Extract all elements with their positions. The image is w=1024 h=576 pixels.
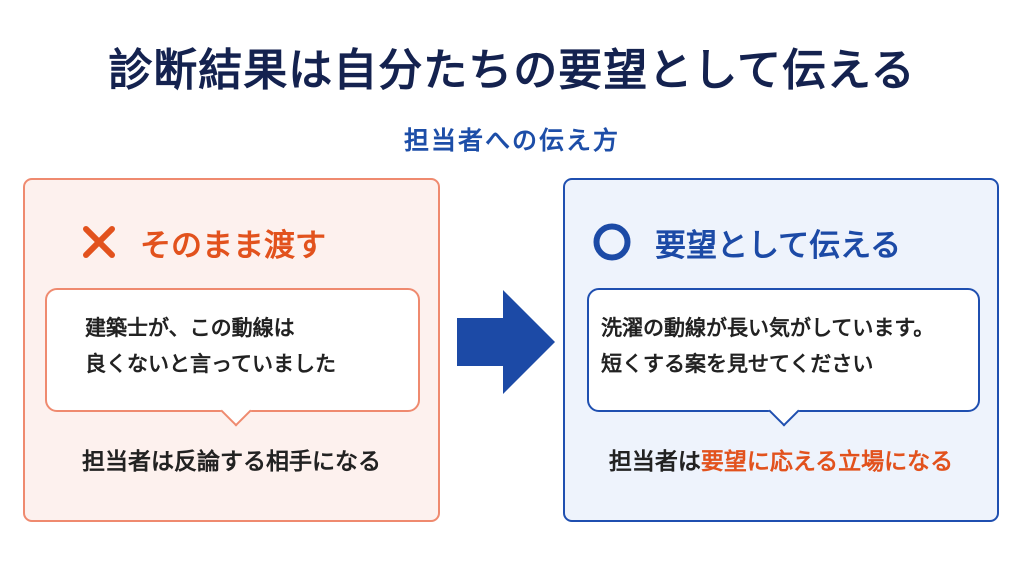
bad-example-heading: そのまま渡す [82, 222, 326, 264]
good-example-caption: 担当者は要望に応える立場になる [565, 442, 997, 476]
good-example-speech-bubble: 洗濯の動線が長い気がしています。 短くする案を見せてください [587, 288, 980, 427]
page-title: 診断結果は自分たちの要望として伝える [108, 45, 916, 96]
page-subtitle: 担当者への伝え方 [403, 126, 620, 155]
circle-icon [593, 223, 631, 261]
bad-example-quote-line-2: 良くないと言っていました [85, 352, 336, 376]
speech-bubble-tail [220, 395, 252, 427]
good-example-caption-prefix: 担当者は [608, 449, 701, 475]
speech-bubble-tail [768, 395, 800, 427]
bad-example-speech-bubble: 建築士が、この動線は 良くないと言っていました [45, 288, 420, 427]
cross-icon [83, 226, 115, 258]
good-example-heading: 要望として伝える [593, 222, 902, 264]
bad-example-caption: 担当者は反論する相手になる [82, 449, 381, 475]
good-example-panel: 要望として伝える 洗濯の動線が長い気がしています。 短くする案を見せてください … [563, 178, 999, 522]
good-example-heading-text: 要望として伝える [655, 227, 902, 264]
right-arrow-icon [457, 290, 555, 394]
good-example-quote-line-1: 洗濯の動線が長い気がしています。 [601, 316, 935, 340]
bad-example-panel: そのまま渡す 建築士が、この動線は 良くないと言っていました 担当者は反論する相… [23, 178, 440, 522]
good-example-caption-highlight: 要望に応える立場になる [700, 449, 954, 475]
bad-example-heading-text: そのまま渡す [140, 227, 326, 264]
good-example-quote-line-2: 短くする案を見せてください [601, 352, 874, 376]
bad-example-quote-line-1: 建築士が、この動線は [85, 316, 295, 340]
